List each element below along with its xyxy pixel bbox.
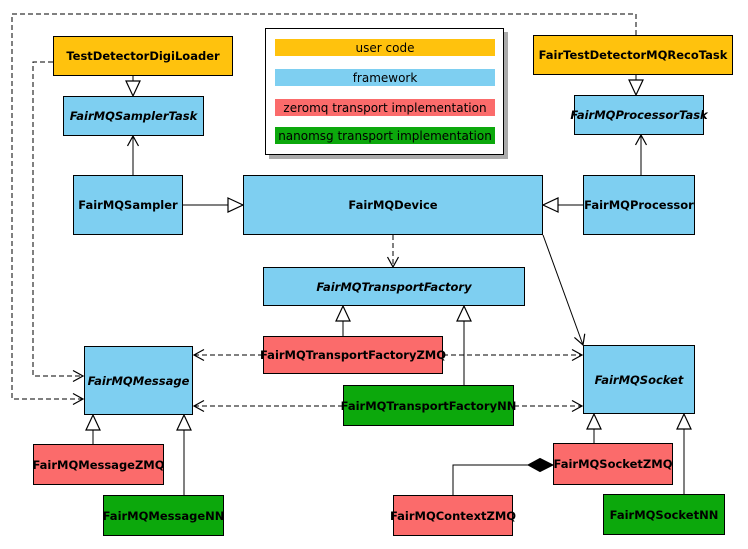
class-fairmqsamplertask: FairMQSamplerTask [63,96,204,136]
class-fairmqprocessor: FairMQProcessor [583,175,695,235]
legend-label: zeromq transport implementation [283,100,487,115]
legend-label: nanomsg transport implementation [278,128,492,143]
class-fairmqtransportfactory: FairMQTransportFactory [263,267,525,306]
legend-label: framework [352,70,418,85]
legend-item-user-code: user code [275,39,495,56]
class-fairmqmessagezmq: FairMQMessageZMQ [32,444,165,485]
class-fairmqsocketnn: FairMQSocketNN [603,494,725,535]
class-fairmqsampler: FairMQSampler [73,175,183,235]
class-fairmqcontextzmq: FairMQContextZMQ [390,495,516,536]
class-fairmqtransportfactorynn: FairMQTransportFactoryNN [341,385,516,426]
class-testdetectordigiloader: TestDetectorDigiLoader [53,36,233,76]
legend-label: user code [355,40,415,55]
class-fairmqtransportfactoryzmq: FairMQTransportFactoryZMQ [260,336,446,374]
legend-item-zeromq: zeromq transport implementation [275,99,495,116]
class-fairmqdevice: FairMQDevice [243,175,543,235]
class-fairmqprocessortask: FairMQProcessorTask [570,95,708,135]
class-fairmqmessagenn: FairMQMessageNN [103,495,224,536]
legend-item-framework: framework [275,69,495,86]
legend-item-nanomsg: nanomsg transport implementation [275,127,495,144]
class-fairmqmessage: FairMQMessage [84,346,193,415]
legend: user code framework zeromq transport imp… [265,28,504,155]
class-fairmqsocket: FairMQSocket [583,345,695,414]
class-fairtestdetectormqrecotask: FairTestDetectorMQRecoTask [533,35,733,75]
class-fairmqsocketzmq: FairMQSocketZMQ [553,443,673,485]
